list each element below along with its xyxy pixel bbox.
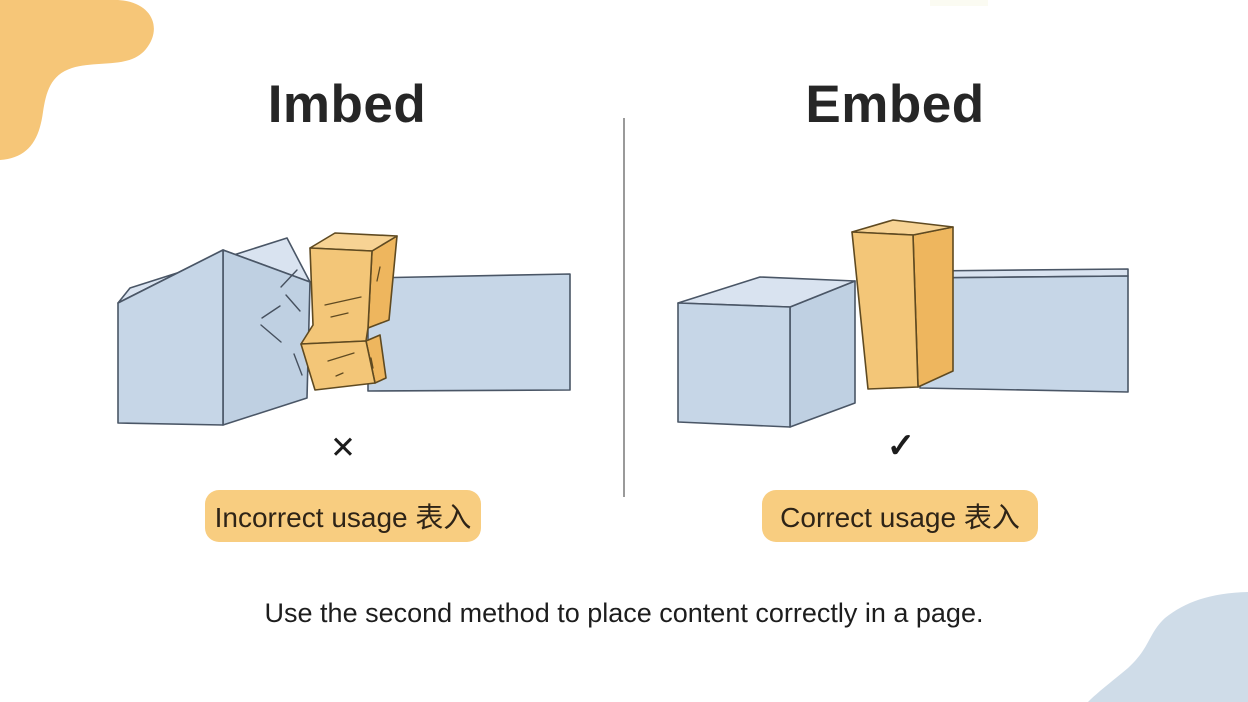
vertical-divider bbox=[623, 118, 625, 497]
correct-usage-badge: Correct usage 表入 bbox=[762, 490, 1038, 542]
incorrect-usage-badge: Incorrect usage 表入 bbox=[205, 490, 481, 542]
straight-yellow-block bbox=[851, 219, 954, 390]
imbed-illustration bbox=[117, 232, 571, 426]
caption-text: Use the second method to place content c… bbox=[264, 598, 984, 628]
yellow-corner-blob bbox=[0, 0, 154, 160]
embed-illustration bbox=[677, 219, 1129, 428]
crease-lines bbox=[324, 266, 381, 377]
check-mark-icon: ✓ bbox=[886, 427, 916, 465]
imbed-left-block bbox=[117, 237, 311, 426]
imbed-heading: Imbed bbox=[267, 75, 427, 134]
crack-lines bbox=[260, 269, 303, 376]
cross-mark-icon: ✕ bbox=[330, 430, 356, 465]
embed-heading: Embed bbox=[805, 75, 985, 134]
top-edge-sliver bbox=[930, 0, 988, 6]
imbed-right-slab bbox=[367, 273, 571, 392]
embed-left-block bbox=[677, 276, 856, 428]
embed-right-slab bbox=[919, 268, 1129, 393]
bent-yellow-block bbox=[300, 232, 398, 391]
